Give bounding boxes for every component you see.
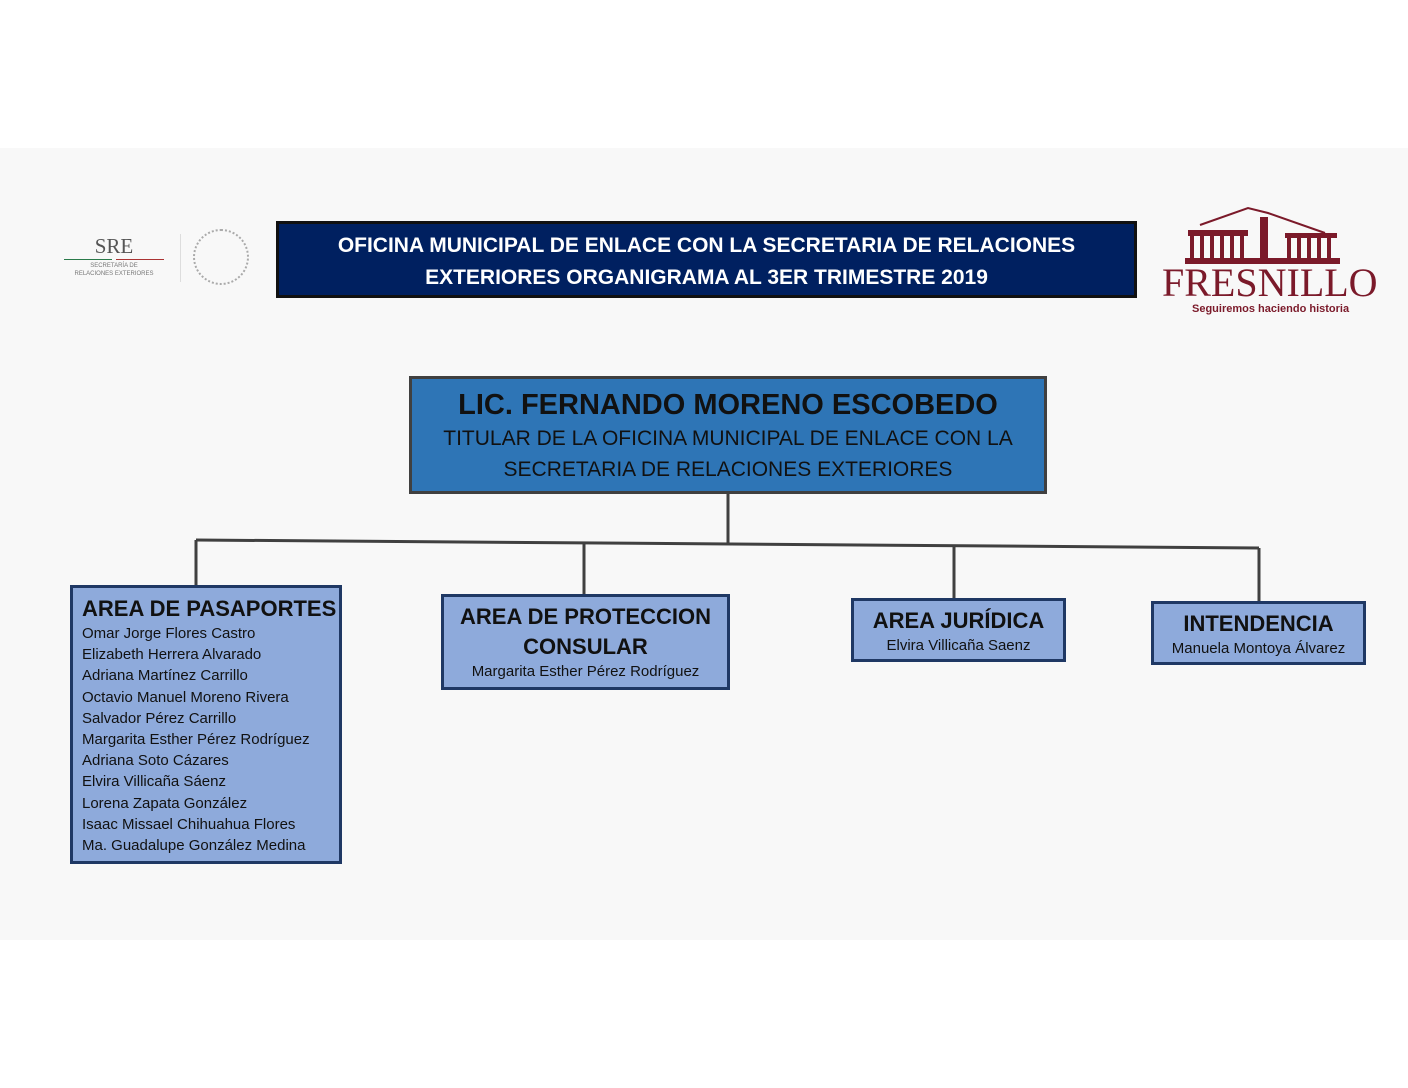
- member-name: Ma. Guadalupe González Medina: [82, 837, 306, 855]
- member-name: Elvira Villicaña Sáenz: [82, 773, 226, 791]
- sre-line1: SECRETARÍA DE: [90, 263, 138, 269]
- member-name: Elvira Villicaña Saenz: [886, 637, 1031, 654]
- member-name: Isaac Missael Chihuahua Flores: [82, 815, 296, 833]
- connector-horizontal: [195, 538, 1260, 550]
- member-name: Omar Jorge Flores Castro: [82, 625, 256, 642]
- head-box: LIC. FERNANDO MORENO ESCOBEDO TITULAR DE…: [409, 376, 1047, 494]
- member-name: Adriana Martínez Carrillo: [82, 667, 248, 685]
- fresnillo-slogan: Seguiremos haciendo historia: [1192, 303, 1350, 315]
- sre-abbr: SRE: [94, 234, 134, 258]
- area-intendencia: INTENDENCIA Manuela Montoya Álvarez: [1151, 601, 1366, 665]
- area-pasaportes: AREA DE PASAPORTES Omar Jorge Flores Cas…: [70, 585, 342, 864]
- member-name: Lorena Zapata González: [82, 794, 248, 812]
- title-line2: EXTERIORES ORGANIGRAMA AL 3ER TRIMESTRE …: [425, 266, 988, 289]
- title-line1: OFICINA MUNICIPAL DE ENLACE CON LA SECRE…: [337, 234, 1076, 257]
- area-title: INTENDENCIA: [1183, 611, 1334, 636]
- fresnillo-buildings-icon: [1185, 206, 1340, 264]
- area-title-line2: CONSULAR: [523, 634, 648, 659]
- area-title: AREA JURÍDICA: [872, 608, 1045, 633]
- sre-line2: RELACIONES EXTERIORES: [74, 271, 154, 277]
- head-title-line1: TITULAR DE LA OFICINA MUNICIPAL DE ENLAC…: [443, 427, 1013, 450]
- member-name: Margarita Esther Pérez Rodríguez: [471, 663, 700, 680]
- area-proteccion-consular: AREA DE PROTECCION CONSULAR Margarita Es…: [441, 594, 730, 690]
- fresnillo-name: FRESNILLO: [1162, 260, 1378, 305]
- area-title: AREA DE PASAPORTES: [82, 596, 337, 621]
- head-title-line2: SECRETARIA DE RELACIONES EXTERIORES: [503, 458, 953, 481]
- sre-logo: SRE SECRETARÍA DE RELACIONES EXTERIORES: [58, 228, 258, 290]
- member-name: Salvador Pérez Carrillo: [82, 709, 237, 727]
- head-name: LIC. FERNANDO MORENO ESCOBEDO: [458, 389, 998, 421]
- area-title-line1: AREA DE PROTECCION: [460, 604, 711, 629]
- fresnillo-logo: FRESNILLO Seguiremos haciendo historia: [1160, 205, 1380, 320]
- member-name: Margarita Esther Pérez Rodríguez: [82, 731, 310, 749]
- member-name: Adriana Soto Cázares: [82, 752, 229, 770]
- national-seal-icon: [193, 229, 249, 285]
- member-name: Elizabeth Herrera Alvarado: [82, 646, 262, 664]
- member-name: Octavio Manuel Moreno Rivera: [82, 688, 289, 706]
- member-name: Manuela Montoya Álvarez: [1171, 640, 1346, 657]
- title-banner: OFICINA MUNICIPAL DE ENLACE CON LA SECRE…: [276, 221, 1137, 298]
- area-juridica: AREA JURÍDICA Elvira Villicaña Saenz: [851, 598, 1066, 662]
